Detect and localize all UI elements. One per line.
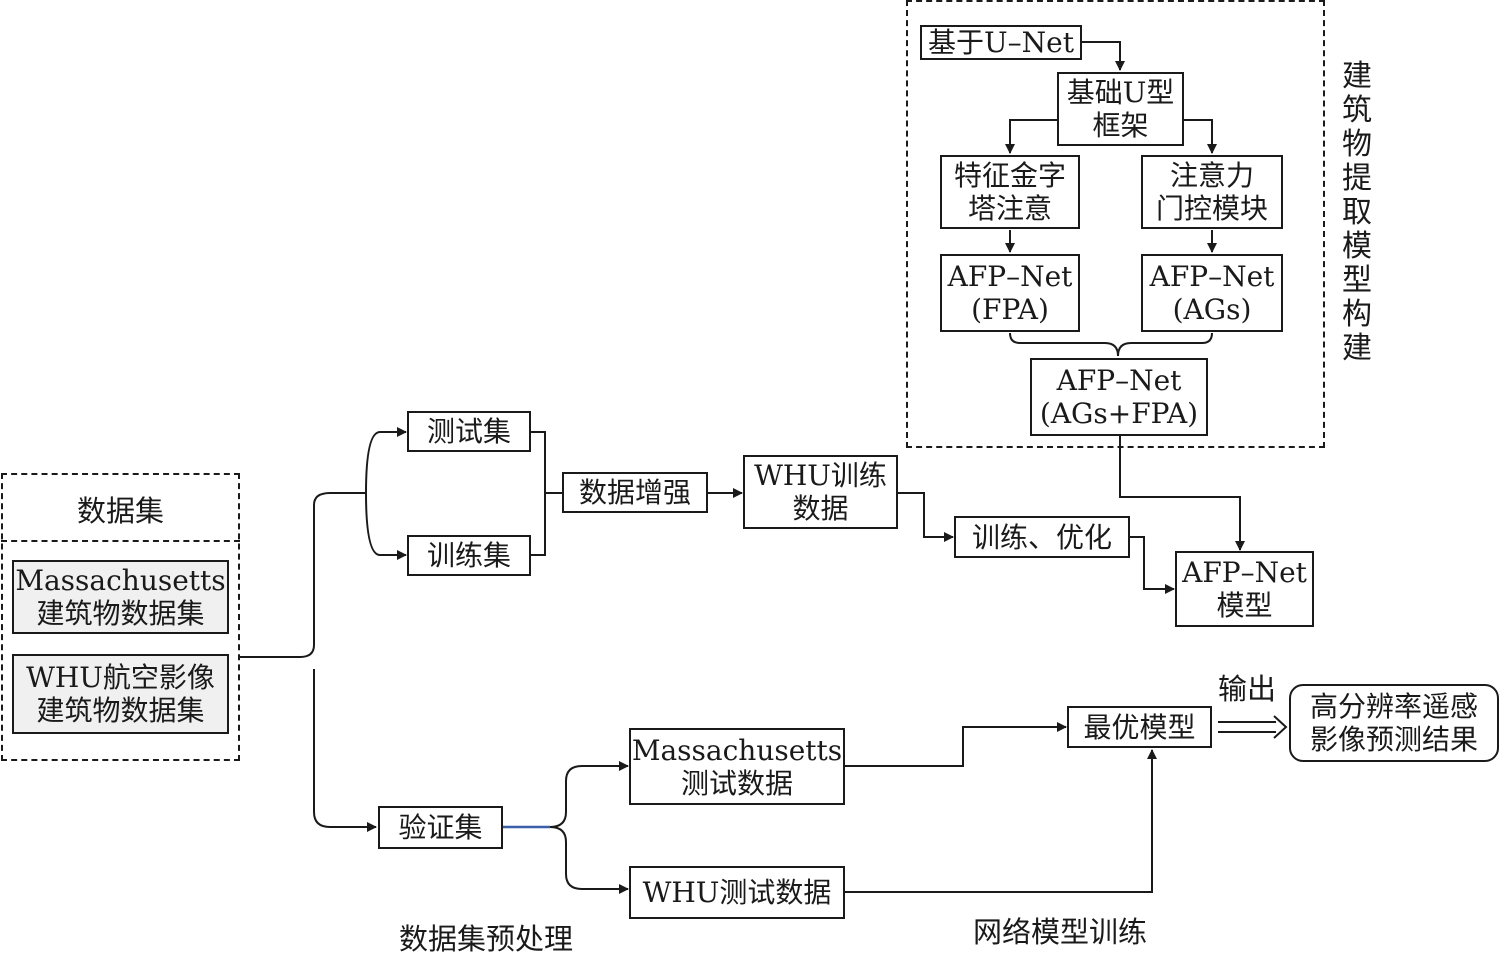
whu-train-data-box: WHU训练 数据	[743, 455, 898, 529]
afp-net-model-box: AFP–Net 模型	[1175, 551, 1314, 627]
train-set-box: 训练集	[407, 535, 531, 576]
region-label-char: 模	[1342, 229, 1372, 264]
arrow-to-test-set	[365, 427, 407, 494]
arrow-u-frame-to-ag	[1184, 119, 1217, 154]
brace-merge-afp	[1009, 332, 1213, 357]
arrow-val-to-whu-test	[549, 826, 629, 894]
output-label: 输出	[1218, 672, 1277, 706]
afp-net-ags-box: AFP–Net (AGs)	[1141, 254, 1283, 332]
arrow-unet-to-u-frame	[1082, 41, 1125, 71]
afp-net-fpa-box: AFP–Net (FPA)	[940, 254, 1080, 332]
prediction-result-box: 高分辨率遥感 影像预测结果	[1289, 684, 1499, 762]
brace-dataset-split	[240, 492, 368, 828]
preprocess-section-label: 数据集预处理	[399, 922, 574, 956]
region-label-char: 构	[1342, 297, 1372, 332]
model-construction-region	[906, 0, 1325, 448]
dataset-panel-title: 数据集	[76, 494, 164, 528]
train-optimize-box: 训练、优化	[954, 516, 1130, 558]
dataset-panel	[1, 473, 240, 761]
dataset-whu-aerial: WHU航空影像 建筑物数据集	[12, 654, 229, 734]
region-label-char: 筑	[1342, 93, 1372, 128]
region-label-char: 物	[1342, 127, 1372, 162]
dataset-panel-divider	[1, 540, 240, 542]
whu-test-data-box: WHU测试数据	[629, 866, 845, 919]
afp-net-ags-fpa-box: AFP–Net (AGs+FPA)	[1030, 358, 1208, 436]
dataset-massachusetts: Massachusetts 建筑物数据集	[12, 560, 229, 634]
massachusetts-test-data-box: Massachusetts 测试数据	[629, 728, 845, 805]
arrow-train-opt-to-model	[1130, 536, 1175, 594]
arrow-mass-test-to-best	[845, 722, 1067, 767]
double-arrow-head	[1273, 715, 1288, 739]
feature-pyramid-attention-box: 特征金字 塔注意	[940, 155, 1080, 229]
validation-set-box: 验证集	[378, 806, 503, 849]
region-label-char: 取	[1342, 195, 1372, 230]
arrow-whu-test-to-best	[845, 749, 1157, 893]
attention-gate-module-box: 注意力 门控模块	[1141, 155, 1283, 229]
arrow-u-frame-to-fpa	[1005, 119, 1057, 154]
brace-merge-to-augment	[530, 431, 562, 556]
region-label-char: 建	[1342, 331, 1372, 366]
test-set-box: 测试集	[407, 411, 531, 452]
data-augmentation-box: 数据增强	[562, 472, 708, 513]
region-label-char: 建	[1342, 59, 1372, 94]
double-arrow-output	[1218, 721, 1276, 733]
region-label-char: 型	[1342, 263, 1372, 298]
arrow-afp-both-to-model	[1119, 436, 1245, 551]
region-label-text: 建筑物提取模型构建	[1340, 60, 1374, 366]
training-section-label: 网络模型训练	[973, 915, 1148, 949]
best-model-box: 最优模型	[1067, 706, 1212, 748]
unet-base-box: 基于U–Net	[920, 25, 1082, 60]
u-framework-box: 基础U型 框架	[1057, 72, 1184, 146]
model-construction-label: 建筑物提取模型构建	[1340, 60, 1374, 366]
arrow-whu-train-to-train-opt	[898, 492, 954, 542]
arrow-val-to-mass-test	[549, 761, 629, 828]
region-label-char: 提	[1342, 161, 1372, 196]
arrow-to-train-set	[365, 492, 407, 560]
